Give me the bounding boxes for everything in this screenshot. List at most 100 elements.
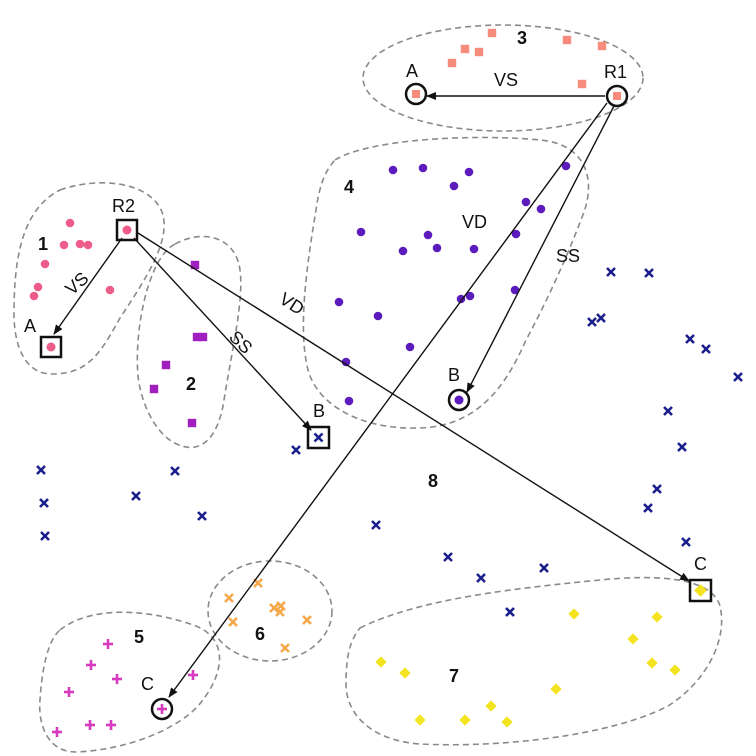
cluster-6-point	[302, 615, 312, 625]
cluster-7-point	[646, 657, 658, 669]
cluster-6-point	[228, 617, 238, 627]
cluster-4-point	[561, 161, 571, 171]
cluster-7-point	[485, 700, 497, 712]
edge-r1-b1-label: SS	[556, 246, 580, 266]
node-b1-marker	[447, 388, 471, 412]
nodes	[39, 82, 713, 721]
cluster-6-point	[269, 603, 279, 613]
cluster-5-point	[106, 720, 116, 730]
node-a1-marker	[404, 82, 428, 106]
cluster-8-point	[443, 552, 453, 562]
arrows	[53, 92, 690, 698]
cluster-2-point	[192, 332, 202, 342]
node-b2-point	[313, 432, 324, 443]
cluster-1-number: 1	[38, 234, 48, 254]
cluster-2-point	[190, 260, 200, 270]
cluster-4-point	[521, 197, 531, 207]
node-r2-marker	[115, 218, 139, 242]
cluster-3-point	[577, 79, 587, 89]
cluster-8-point	[701, 344, 711, 354]
node-b2-marker	[306, 425, 331, 450]
cluster-3-point	[562, 35, 572, 45]
cluster-2-point	[198, 332, 208, 342]
cluster-5-boundary	[38, 611, 221, 753]
cluster-3-point	[447, 58, 457, 68]
cluster-7-point	[399, 667, 411, 679]
cluster-8-point	[291, 445, 301, 455]
cluster-8-point	[476, 573, 486, 583]
node-r1-marker	[605, 84, 629, 108]
cluster-4-point	[456, 294, 466, 304]
cluster-numbers: 1 2 3 4 5 6 7 8	[38, 28, 527, 686]
cluster-1-point	[40, 259, 50, 269]
cluster-5-point	[103, 639, 113, 649]
edge-r2-c2-arrow	[137, 232, 690, 582]
cluster-8-point	[40, 531, 50, 541]
node-c2-label: C	[694, 554, 707, 574]
node-r2-label: R2	[112, 196, 135, 216]
node-a2-label: A	[24, 316, 36, 336]
node-c2-marker	[688, 578, 713, 603]
node-r2-point	[122, 225, 132, 235]
cluster-8-point	[596, 313, 606, 323]
edge-r2-c2-label: VD	[276, 289, 308, 319]
cluster-8-point	[681, 537, 691, 547]
cluster-1-point	[33, 282, 43, 292]
node-r1-point	[613, 92, 621, 100]
cluster-4-point	[536, 204, 546, 214]
cluster-5-point	[86, 660, 96, 670]
cluster-8-point	[197, 511, 207, 521]
cluster-boundaries	[13, 24, 723, 753]
cluster-5-point	[85, 720, 95, 730]
cluster-8-point	[663, 406, 673, 416]
node-r1-label: R1	[604, 62, 627, 82]
cluster-4-point	[465, 291, 475, 301]
node-a1-point	[412, 90, 420, 98]
cluster-4-point	[432, 243, 442, 253]
cluster-4-point	[423, 230, 433, 240]
cluster-2-point	[161, 360, 171, 370]
cluster-1-boundary	[13, 182, 165, 375]
cluster-7-point	[627, 633, 639, 645]
cluster-4-point	[334, 297, 344, 307]
edge-r2-b2-label: SS	[225, 327, 256, 358]
cluster-1-point	[105, 285, 115, 295]
cluster-1-point	[59, 240, 69, 250]
cluster-2-point	[149, 384, 159, 394]
node-b2-label: B	[313, 401, 325, 421]
cluster-4-point	[373, 311, 383, 321]
cluster-5-point	[52, 727, 62, 737]
edge-r2-a2-label: VS	[61, 268, 92, 299]
cluster-4-point	[405, 342, 415, 352]
cluster-8-point	[170, 466, 180, 476]
cluster-8-point	[505, 607, 515, 617]
edge-r2-b2-arrow	[133, 237, 312, 431]
cluster-2-boundary	[136, 235, 242, 449]
cluster-7-point	[568, 608, 580, 620]
node-b1-label: B	[448, 365, 460, 385]
cluster-8-point	[652, 484, 662, 494]
cluster-4-point	[398, 246, 408, 256]
edge-r2-a2-arrow	[53, 237, 123, 335]
cluster-8-point	[733, 372, 743, 382]
node-a2-point	[46, 342, 56, 352]
cluster-6-number: 6	[255, 624, 265, 644]
cluster-6-point	[280, 643, 290, 653]
cluster-4-point	[464, 167, 474, 177]
edge-r1-c1-label: VD	[462, 212, 487, 232]
cluster-3-boundary	[362, 24, 644, 132]
cluster-3-point	[487, 28, 497, 38]
edge-r1-b1-arrow	[466, 105, 615, 393]
cluster-7-point	[501, 716, 513, 728]
cluster-3-point	[597, 41, 607, 51]
node-c1-point	[157, 704, 167, 714]
cluster-4-point	[449, 181, 459, 191]
cluster-7-point	[414, 714, 426, 726]
cluster-7-boundary	[345, 576, 723, 746]
edge-r1-c1-arrow	[168, 102, 608, 698]
data-points	[29, 28, 743, 737]
cluster-5-point	[112, 674, 122, 684]
cluster-1-point	[29, 291, 39, 301]
cluster-4-number: 4	[344, 177, 354, 197]
